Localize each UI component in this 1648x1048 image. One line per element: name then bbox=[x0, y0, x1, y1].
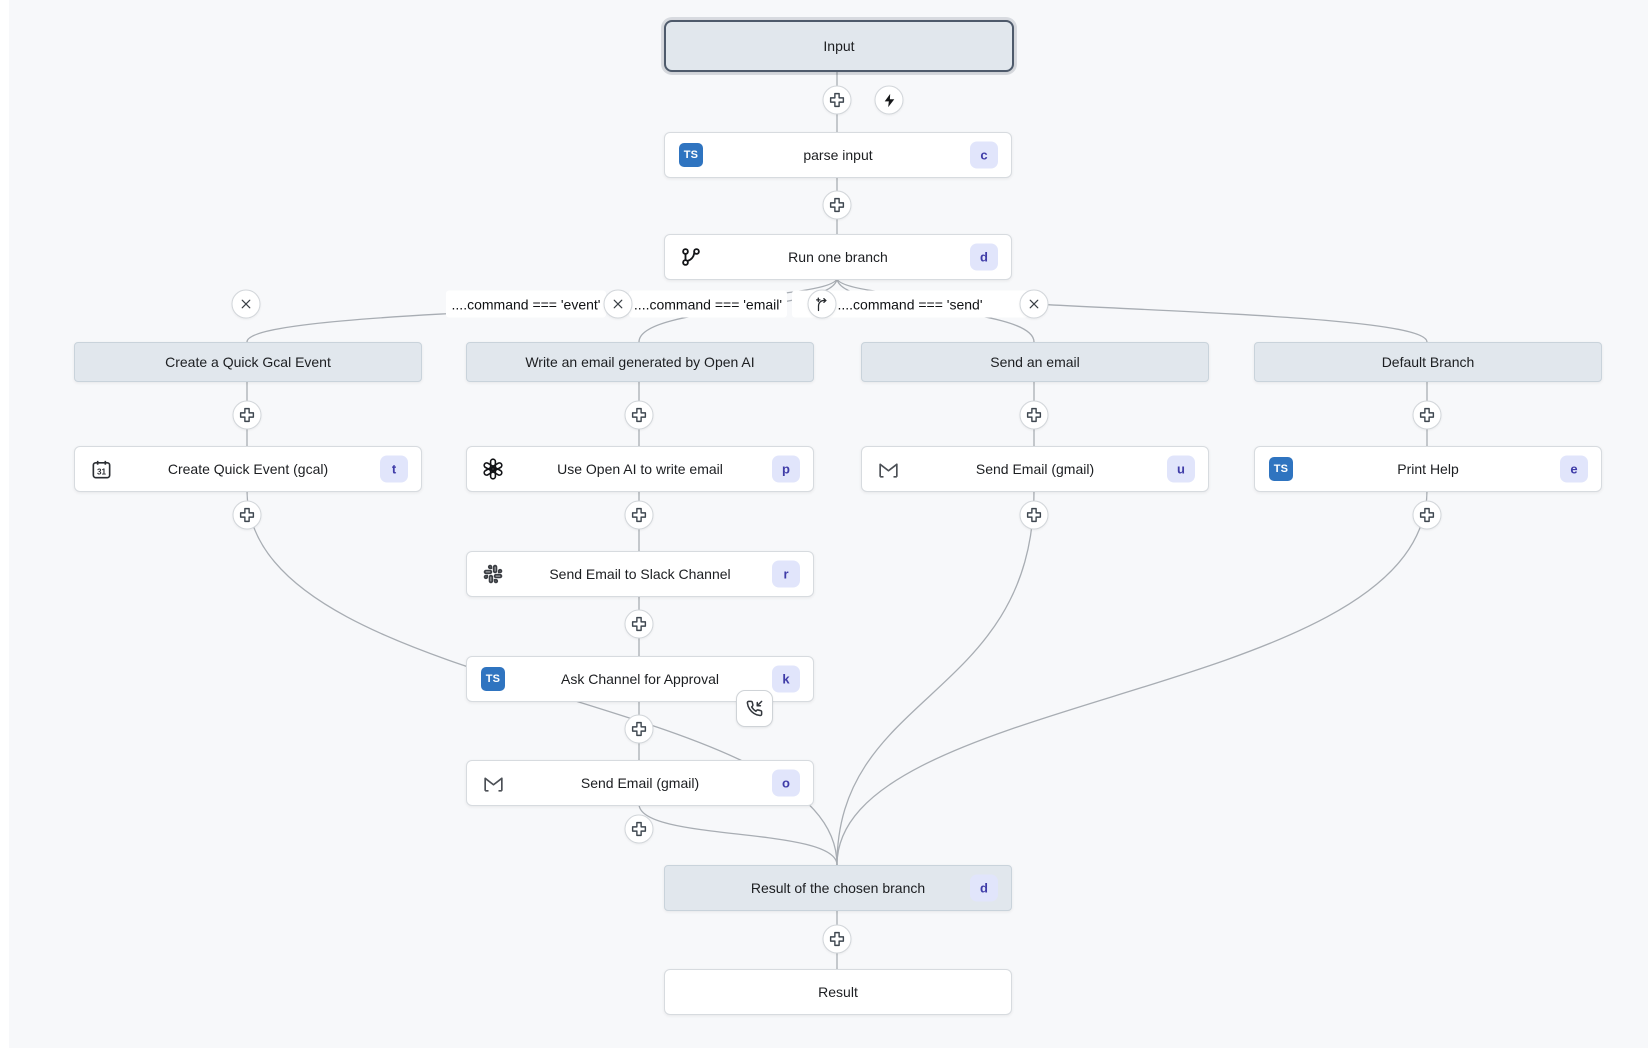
branch-header-label: Default Branch bbox=[1381, 354, 1475, 370]
panel-edge bbox=[0, 0, 9, 1048]
add-step-button[interactable] bbox=[232, 500, 262, 530]
add-step-button[interactable] bbox=[624, 714, 654, 744]
add-step-button[interactable] bbox=[624, 814, 654, 844]
delete-branch-button[interactable] bbox=[603, 289, 633, 319]
openai-icon bbox=[480, 456, 506, 482]
step-id-badge: k bbox=[772, 665, 800, 693]
add-step-button[interactable] bbox=[1019, 500, 1049, 530]
slack-icon bbox=[480, 561, 506, 587]
add-step-button[interactable] bbox=[232, 400, 262, 430]
step-send-email-slack[interactable]: Send Email to Slack Channel r bbox=[466, 551, 814, 597]
add-step-button[interactable] bbox=[624, 609, 654, 639]
add-step-button[interactable] bbox=[1019, 400, 1049, 430]
add-step-button[interactable] bbox=[1412, 500, 1442, 530]
typescript-icon: TS bbox=[1268, 456, 1294, 482]
step-run-one-branch[interactable]: Run one branch d bbox=[664, 234, 1012, 280]
step-id-badge: c bbox=[970, 141, 998, 169]
suspend-approval-icon[interactable] bbox=[736, 690, 773, 727]
step-print-help[interactable]: TS Print Help e bbox=[1254, 446, 1602, 492]
result-of-branch-node[interactable]: Result of the chosen branch d bbox=[664, 865, 1012, 911]
add-step-button[interactable] bbox=[822, 924, 852, 954]
add-step-button[interactable] bbox=[624, 400, 654, 430]
delete-branch-button[interactable] bbox=[231, 289, 261, 319]
step-create-quick-event[interactable]: 31 Create Quick Event (gcal) t bbox=[74, 446, 422, 492]
branch-header-default[interactable]: Default Branch bbox=[1254, 342, 1602, 382]
result-node[interactable]: Result bbox=[664, 969, 1012, 1015]
svg-text:31: 31 bbox=[96, 467, 106, 476]
branch-header-gcal[interactable]: Create a Quick Gcal Event bbox=[74, 342, 422, 382]
typescript-icon: TS bbox=[678, 142, 704, 168]
add-branch-button[interactable] bbox=[807, 289, 837, 319]
branch-header-send-email[interactable]: Send an email bbox=[861, 342, 1209, 382]
node-label: Input bbox=[823, 38, 855, 54]
node-label: Print Help bbox=[1397, 461, 1459, 477]
delete-branch-button[interactable] bbox=[1019, 289, 1049, 319]
step-id-badge: e bbox=[1560, 455, 1588, 483]
branch-header-label: Write an email generated by Open AI bbox=[525, 354, 755, 370]
calendar-icon: 31 bbox=[88, 456, 114, 482]
trigger-button[interactable] bbox=[874, 85, 904, 115]
gmail-icon bbox=[875, 456, 901, 482]
node-label: Result bbox=[818, 984, 858, 1000]
node-label: Send Email (gmail) bbox=[975, 461, 1095, 477]
add-step-button[interactable] bbox=[624, 500, 654, 530]
add-step-button[interactable] bbox=[1412, 400, 1442, 430]
step-id-badge: o bbox=[772, 769, 800, 797]
gmail-icon bbox=[480, 770, 506, 796]
node-label: Send Email (gmail) bbox=[580, 775, 700, 791]
branch-header-label: Create a Quick Gcal Event bbox=[165, 354, 331, 370]
step-id-badge: u bbox=[1167, 455, 1195, 483]
branch-condition-label: ....command === 'event' bbox=[446, 290, 606, 318]
step-openai-write-email[interactable]: Use Open AI to write email p bbox=[466, 446, 814, 492]
node-label: Ask Channel for Approval bbox=[561, 671, 719, 687]
step-id-badge: d bbox=[970, 874, 998, 902]
branch-condition-label: ....command === 'email' bbox=[629, 290, 787, 318]
step-send-email-gmail[interactable]: Send Email (gmail) u bbox=[861, 446, 1209, 492]
node-label: Send Email to Slack Channel bbox=[549, 566, 731, 582]
step-send-email-gmail-approval[interactable]: Send Email (gmail) o bbox=[466, 760, 814, 806]
add-step-button[interactable] bbox=[822, 190, 852, 220]
node-label: Use Open AI to write email bbox=[557, 461, 723, 477]
node-label: Result of the chosen branch bbox=[750, 880, 926, 896]
step-id-badge: p bbox=[772, 455, 800, 483]
add-step-button[interactable] bbox=[822, 85, 852, 115]
step-id-badge: d bbox=[970, 243, 998, 271]
branch-header-openai-email[interactable]: Write an email generated by Open AI bbox=[466, 342, 814, 382]
step-id-badge: r bbox=[772, 560, 800, 588]
node-label: Run one branch bbox=[788, 249, 888, 265]
node-label: Create Quick Event (gcal) bbox=[167, 461, 329, 477]
git-branch-icon bbox=[678, 244, 704, 270]
typescript-icon: TS bbox=[480, 666, 506, 692]
node-label: parse input bbox=[803, 147, 873, 163]
branch-header-label: Send an email bbox=[990, 354, 1080, 370]
step-parse-input[interactable]: TS parse input c bbox=[664, 132, 1012, 178]
input-node[interactable]: Input bbox=[664, 20, 1014, 72]
step-id-badge: t bbox=[380, 455, 408, 483]
